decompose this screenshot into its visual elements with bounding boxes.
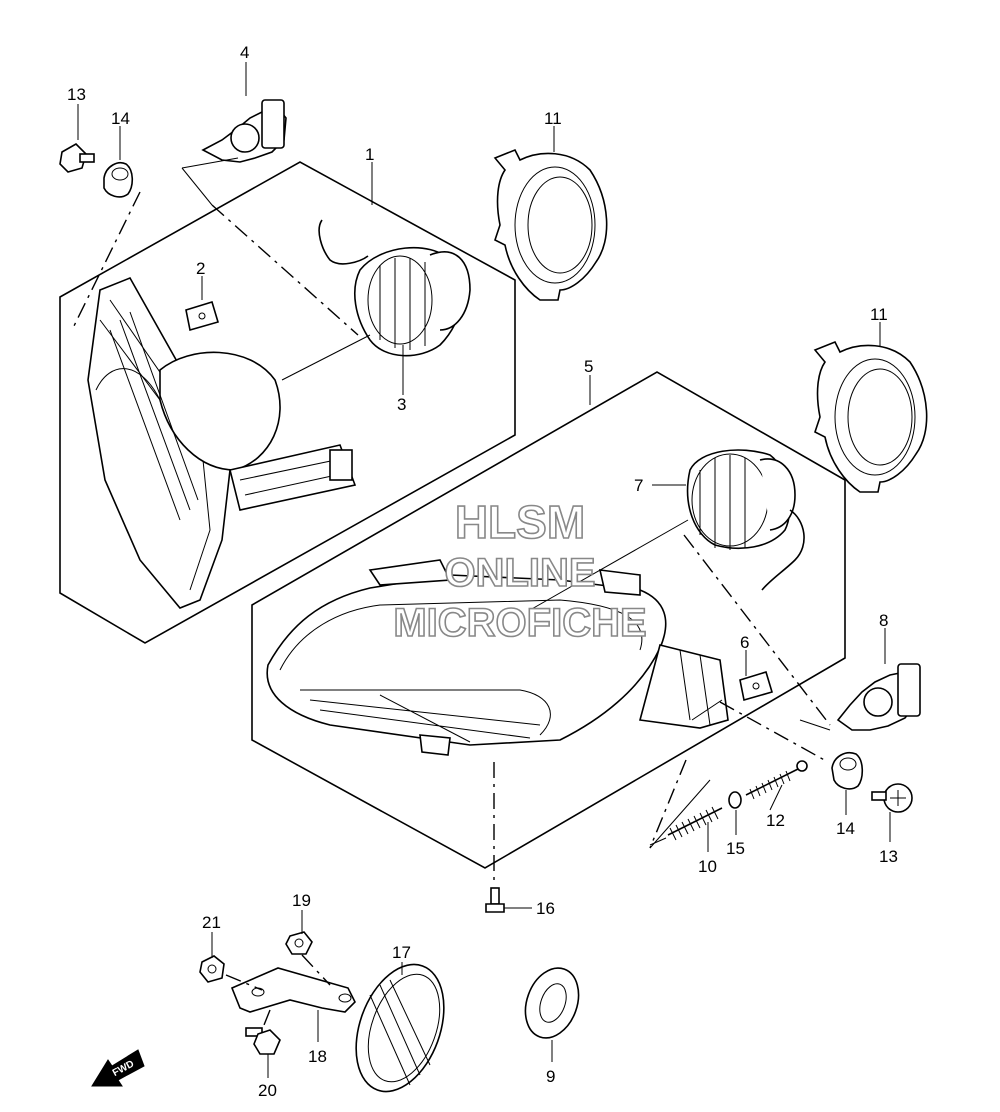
spring-part-10	[667, 806, 723, 841]
washer-part-15	[728, 791, 742, 809]
nut-part-21	[199, 955, 225, 983]
grommet-part-14-lower	[831, 752, 864, 790]
headlight-housing-lower	[266, 559, 729, 756]
callout-19: 19	[292, 891, 311, 910]
callout-5: 5	[584, 357, 593, 376]
clip-part-2	[185, 300, 219, 332]
callout-12: 12	[766, 811, 785, 830]
socket-part-7	[686, 449, 805, 591]
screw-part-16	[485, 887, 505, 913]
retaining-ring-part-11-lower	[813, 340, 928, 493]
alignment-lines	[71, 191, 831, 1031]
callout-labels: 1 2 3 4 5 6 7 8 9 10 11 11 12 13 13 14 1…	[67, 43, 898, 1100]
callout-14-upper: 14	[111, 109, 130, 128]
callout-11-upper: 11	[544, 109, 562, 128]
callout-1: 1	[365, 145, 374, 164]
watermark-line-1: HLSM	[455, 496, 585, 548]
callout-7: 7	[634, 476, 643, 495]
screw-part-13-lower	[871, 783, 913, 813]
clip-part-6	[739, 670, 773, 702]
leader-lines	[77, 62, 891, 1078]
callout-17: 17	[392, 943, 411, 962]
screw-part-13-upper	[59, 143, 95, 173]
bracket-part-18	[230, 967, 356, 1013]
callout-10: 10	[698, 857, 717, 876]
callout-6: 6	[740, 633, 749, 652]
bolt-part-20	[245, 1027, 281, 1055]
grommet-part-14-upper	[103, 162, 134, 198]
callout-18: 18	[308, 1047, 327, 1066]
bulb-part-4	[201, 99, 287, 163]
callout-2: 2	[196, 259, 205, 278]
watermark: HLSM ONLINE MICROFICHE	[393, 495, 648, 646]
lower-assembly-frame	[251, 371, 846, 869]
callout-21: 21	[202, 913, 221, 932]
retaining-ring-part-11-upper	[493, 148, 608, 301]
callout-13-upper: 13	[67, 85, 86, 104]
adjusting-screw-part-12	[745, 760, 808, 800]
nut-part-19	[285, 931, 313, 955]
forward-direction-arrow: FWD	[91, 1049, 145, 1087]
callout-4: 4	[240, 43, 249, 62]
callout-3: 3	[397, 395, 406, 414]
headlight-housing-upper	[87, 276, 357, 609]
callout-20: 20	[258, 1081, 277, 1100]
socket-part-3	[318, 219, 471, 357]
watermark-line-2: ONLINE	[444, 551, 595, 595]
callout-11-lower: 11	[870, 305, 888, 324]
upper-assembly-frame	[59, 161, 516, 644]
bulb-part-8	[836, 663, 921, 731]
watermark-line-3: MICROFICHE	[393, 601, 646, 645]
callout-8: 8	[879, 611, 888, 630]
reflector-part-17	[355, 963, 445, 1093]
grommet-ring-part-9	[524, 967, 580, 1039]
callout-9: 9	[546, 1067, 555, 1086]
callout-15: 15	[726, 839, 745, 858]
callout-16: 16	[536, 899, 555, 918]
callout-14-lower: 14	[836, 819, 855, 838]
callout-13-lower: 13	[879, 847, 898, 866]
